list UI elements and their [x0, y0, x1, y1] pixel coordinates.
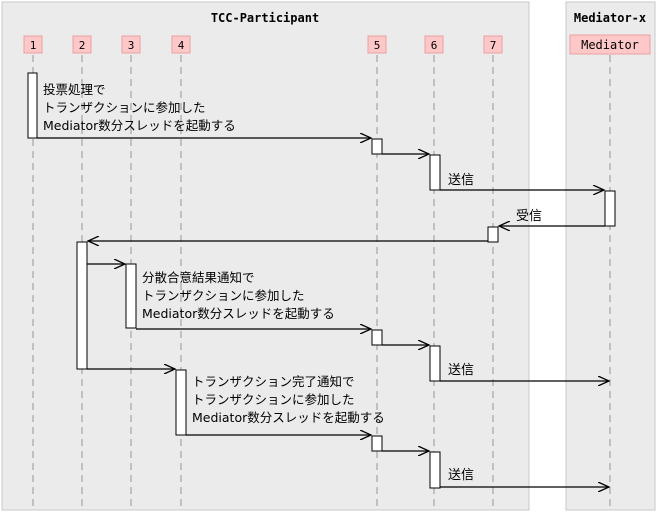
label-send-2: 送信 [448, 363, 474, 378]
activation-6c [429, 451, 441, 489]
activation-5c [371, 435, 383, 452]
tcc-participant-group [1, 1, 530, 511]
participant-label-2: 2 [79, 39, 86, 52]
activation-7 [487, 226, 499, 243]
messages [37, 138, 609, 487]
note-complete-line-2: トランザクションに参加した [192, 392, 355, 407]
note-consensus-line-1: 分散合意結果通知で [142, 270, 255, 285]
label-send-1: 送信 [448, 173, 474, 188]
participant-label-1: 1 [30, 39, 37, 52]
participant-label-mediator: Mediator [581, 38, 639, 52]
label-send-3: 送信 [448, 468, 474, 483]
participant-head-6 [424, 35, 444, 54]
activation-2 [76, 241, 88, 370]
note-vote: 投票処理で トランザクションに参加した Mediator数分スレッドを起動する [43, 82, 236, 133]
activation-3 [125, 263, 137, 329]
activation-6a [429, 154, 441, 191]
mediator-group-title: Mediator-x [574, 11, 646, 25]
note-vote-line-3: Mediator数分スレッドを起動する [43, 118, 236, 133]
participant-label-6: 6 [431, 39, 438, 52]
participant-head-mediator [569, 34, 651, 55]
tcc-group-title: TCC-Participant [211, 11, 319, 25]
participant-label-4: 4 [178, 39, 185, 52]
participant-head-5 [367, 35, 387, 54]
participant-heads: 1 2 3 4 5 6 7 Mediator [23, 34, 651, 55]
participant-head-2 [72, 35, 92, 54]
participant-label-7: 7 [490, 39, 497, 52]
note-consensus-line-2: トランザクションに参加した [142, 288, 305, 303]
participant-head-3 [121, 35, 141, 54]
participant-head-7 [483, 35, 503, 54]
activation-5b [371, 329, 383, 346]
activation-mediator [604, 190, 616, 227]
participant-label-3: 3 [128, 39, 135, 52]
note-complete-line-3: Mediator数分スレッドを起動する [192, 410, 385, 425]
note-vote-line-1: 投票処理で [43, 82, 106, 97]
participant-head-1 [23, 35, 43, 54]
note-consensus: 分散合意結果通知で トランザクションに参加した Mediator数分スレッドを起… [142, 270, 335, 321]
note-vote-line-2: トランザクションに参加した [43, 100, 206, 115]
note-complete-line-1: トランザクション完了通知で [192, 374, 355, 389]
activations [27, 72, 616, 489]
mediator-group [565, 1, 656, 511]
participant-label-5: 5 [374, 39, 381, 52]
note-complete: トランザクション完了通知で トランザクションに参加した Mediator数分スレ… [192, 374, 385, 425]
label-receive-1: 受信 [516, 209, 542, 224]
activation-4 [175, 369, 187, 436]
participant-head-4 [171, 35, 191, 54]
activation-6b [429, 345, 441, 382]
note-consensus-line-3: Mediator数分スレッドを起動する [142, 306, 335, 321]
activation-1 [27, 72, 38, 139]
activation-5a [371, 138, 383, 155]
